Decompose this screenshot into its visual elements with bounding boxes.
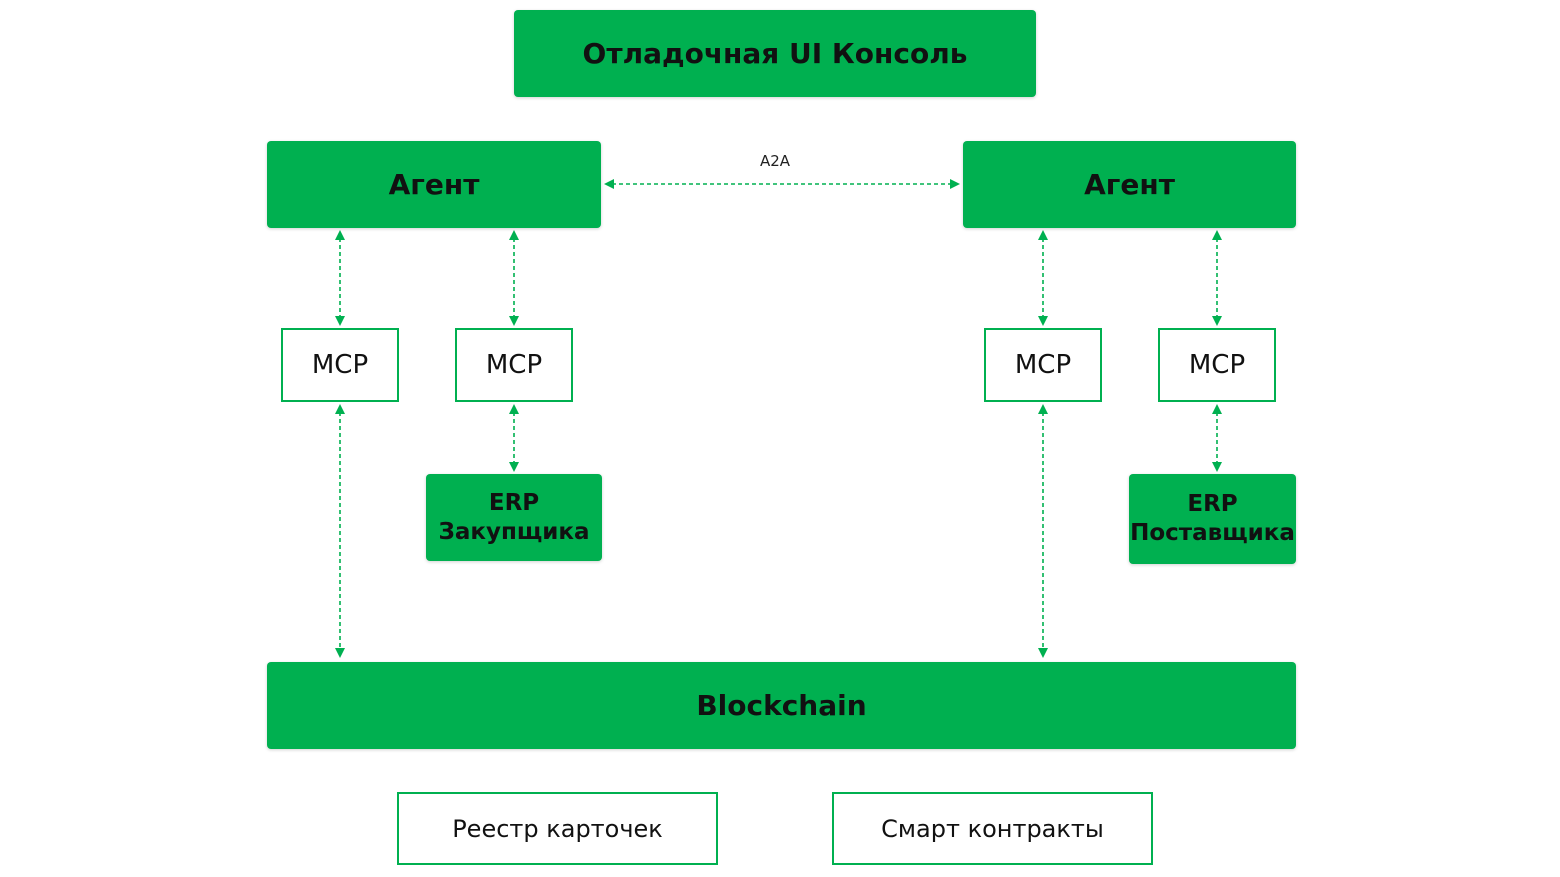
- mcp-node-4: MCP: [1158, 328, 1276, 402]
- smart-contracts-node: Смарт контракты: [832, 792, 1153, 865]
- edge-mcp-1-blockchain: [335, 404, 345, 658]
- mcp-2-label: MCP: [485, 349, 543, 380]
- edge-agent-right-mcp-4: [1212, 230, 1222, 326]
- erp-buyer-label-line-1: ERP: [488, 489, 540, 516]
- erp-supplier-node: ERP Поставщика: [1129, 474, 1296, 564]
- blockchain-label: Blockchain: [696, 689, 867, 722]
- erp-supplier-label-line-2: Поставщика: [1130, 520, 1295, 546]
- erp-buyer-node: ERP Закупщика: [426, 474, 602, 561]
- edge-mcp-3-blockchain: [1038, 404, 1048, 658]
- mcp-3-label: MCP: [1014, 349, 1072, 380]
- agent-node-left: Агент: [267, 141, 601, 228]
- mcp-1-label: MCP: [311, 349, 369, 380]
- agent-node-right: Агент: [963, 141, 1296, 228]
- agent-right-label: Агент: [1084, 168, 1175, 201]
- agent-left-label: Агент: [388, 168, 480, 201]
- debug-ui-console-node: Отладочная UI Консоль: [514, 10, 1036, 97]
- edge-mcp-4-erp-supplier: [1212, 404, 1222, 472]
- edge-agent-left-mcp-2: [509, 230, 519, 326]
- card-registry-label: Реестр карточек: [452, 814, 663, 843]
- debug-ui-console-label: Отладочная UI Консоль: [582, 37, 968, 70]
- mcp-4-label: MCP: [1188, 349, 1246, 380]
- smart-contracts-label: Смарт контракты: [881, 814, 1104, 843]
- mcp-node-1: MCP: [281, 328, 399, 402]
- card-registry-node: Реестр карточек: [397, 792, 718, 865]
- a2a-edge-label: A2A: [759, 152, 791, 170]
- mcp-node-2: MCP: [455, 328, 573, 402]
- edge-agent-agent-a2a: [604, 179, 960, 189]
- edge-agent-right-mcp-3: [1038, 230, 1048, 326]
- edge-mcp-2-erp-buyer: [509, 404, 519, 472]
- edge-agent-left-mcp-1: [335, 230, 345, 326]
- erp-buyer-label-line-2: Закупщика: [438, 518, 590, 545]
- blockchain-node: Blockchain: [267, 662, 1296, 749]
- mcp-node-3: MCP: [984, 328, 1102, 402]
- erp-supplier-label-line-1: ERP: [1187, 491, 1238, 518]
